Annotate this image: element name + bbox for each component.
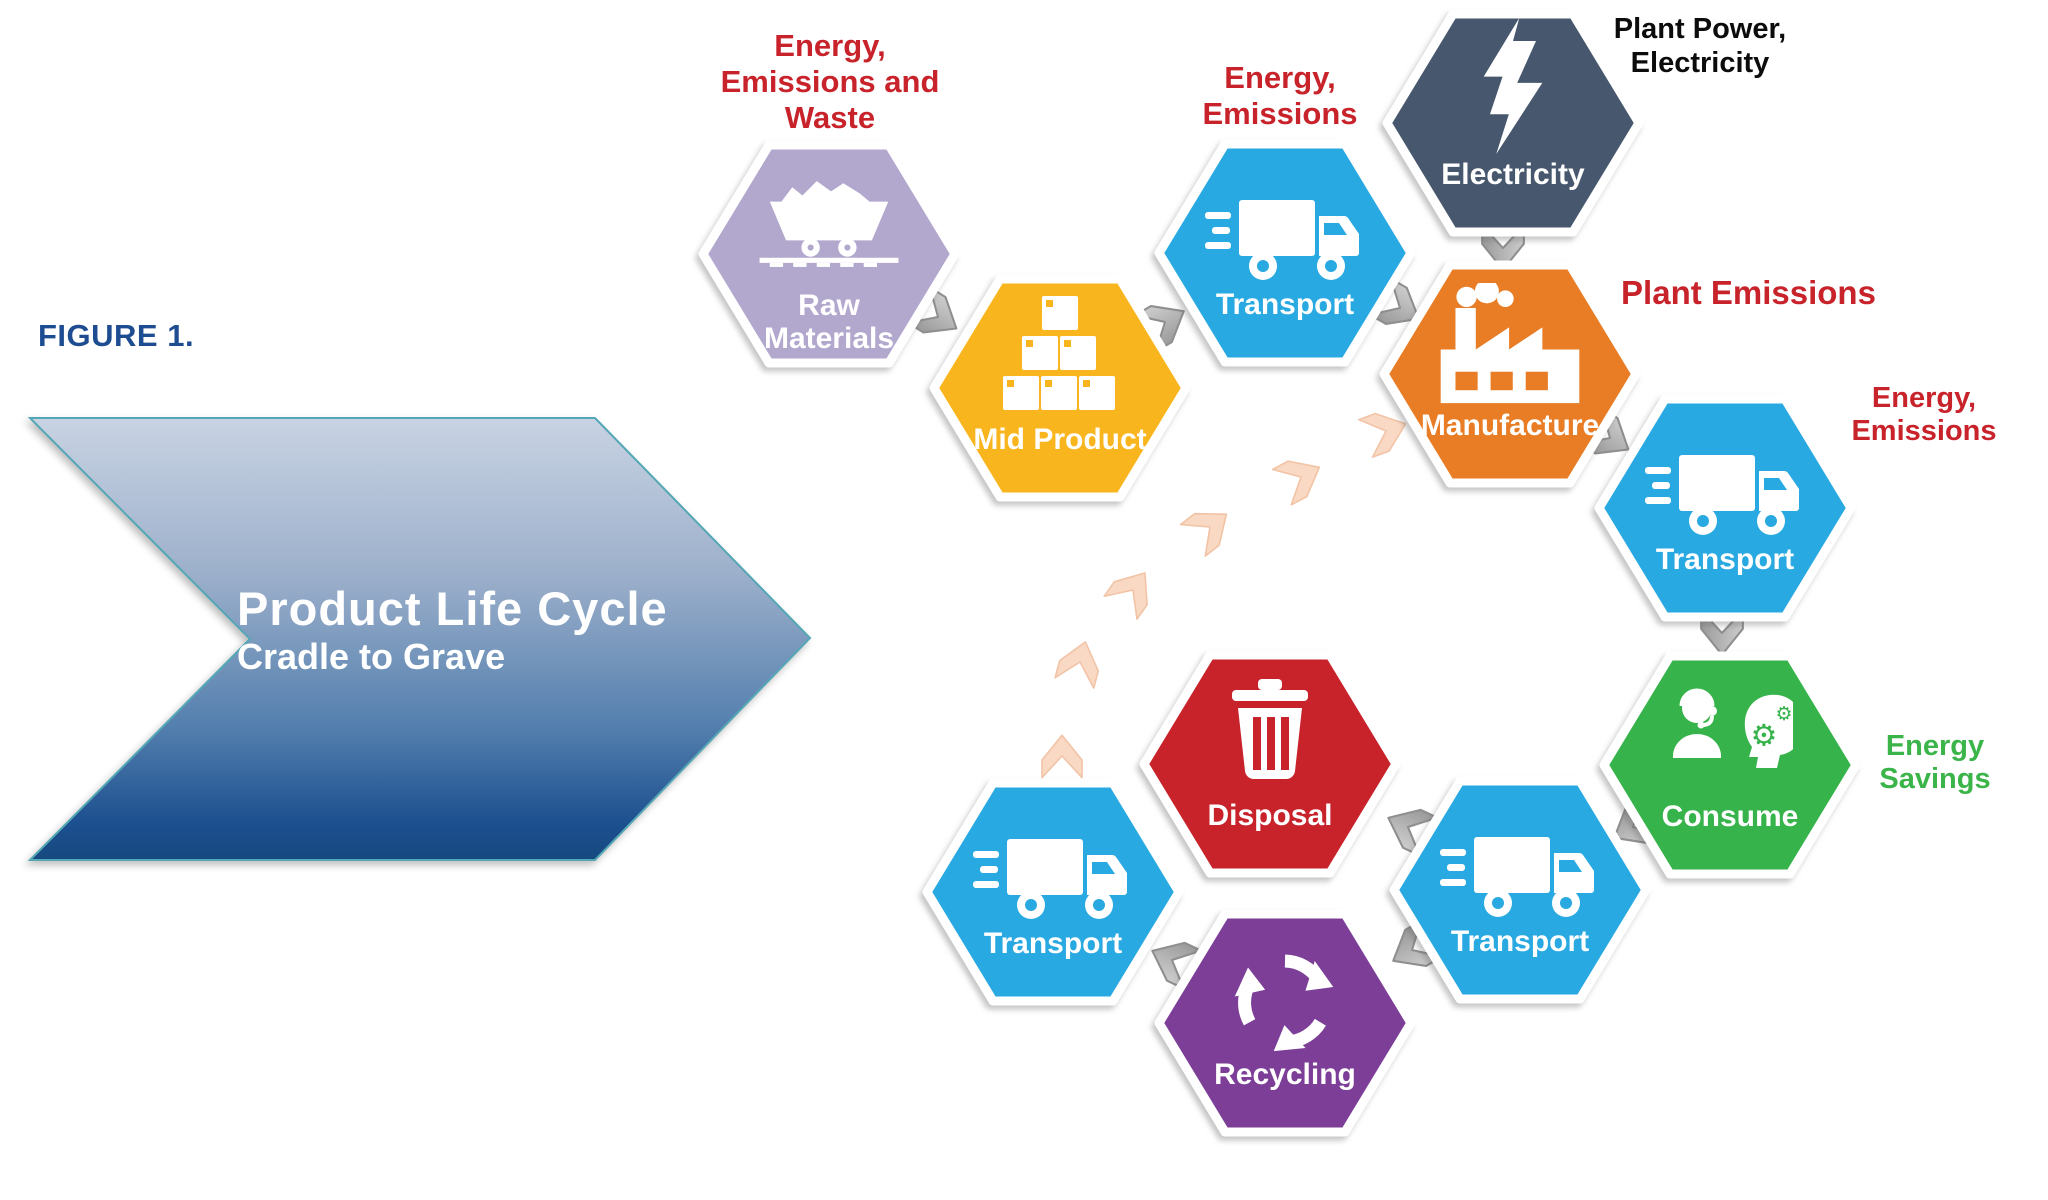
return-flow-chevron: [1052, 633, 1109, 691]
boxes-icon: [998, 295, 1122, 413]
banner-text-block: Product Life Cycle Cradle to Grave: [237, 583, 668, 677]
hex-label: Electricity: [1441, 158, 1585, 191]
life-cycle-banner-arrow: [27, 417, 812, 861]
hex-transport-recycled: Transport: [921, 777, 1185, 1007]
hex-electricity: Electricity: [1381, 8, 1645, 238]
truck-icon: [1645, 445, 1805, 537]
hex-consume: Consume: [1598, 650, 1862, 880]
return-flow-chevron: [1177, 494, 1243, 560]
hex-label: Recycling: [1214, 1058, 1356, 1091]
return-flow-chevron: [1269, 445, 1333, 508]
trash-icon: [1222, 679, 1318, 785]
truck-icon: [973, 829, 1133, 921]
figure-label: FIGURE 1.: [38, 318, 195, 353]
annotation-plant-power-electricity: Plant Power, Electricity: [1613, 13, 1787, 79]
hex-manufacture: Manufacture: [1378, 259, 1642, 489]
annotation-energy-emissions-top: Energy, Emissions: [1202, 60, 1358, 131]
annotation-energy-savings: Energy Savings: [1879, 730, 1991, 795]
factory-icon: [1423, 283, 1598, 405]
hex-transport-from-consumer: Transport: [1388, 775, 1652, 1005]
recycle-icon: [1227, 948, 1343, 1052]
hex-label: Consume: [1661, 800, 1799, 833]
return-flow-chevron: [1039, 732, 1085, 780]
annotation-energy-emissions-waste: Energy, Emissions and Waste: [720, 28, 940, 135]
hex-label: Transport: [1450, 925, 1590, 958]
banner-subtitle: Cradle to Grave: [237, 636, 506, 677]
hex-label: Manufacture: [1420, 409, 1600, 442]
hex-label: Transport: [983, 927, 1123, 960]
mine-cart-icon: [754, 173, 904, 269]
hex-transport-to-plant: Transport: [1153, 138, 1417, 368]
consumer-icon: [1667, 684, 1793, 788]
hex-label: Raw Materials: [763, 289, 895, 355]
truck-icon: [1440, 827, 1600, 919]
banner-title: Product Life Cycle: [237, 582, 668, 635]
hex-raw-materials: Raw Materials: [697, 139, 961, 369]
hex-transport-to-consumer: Transport: [1593, 393, 1857, 623]
hex-recycling: Recycling: [1153, 908, 1417, 1138]
annotation-energy-emissions-right: Energy, Emissions: [1851, 382, 1997, 447]
hex-label: Transport: [1655, 543, 1795, 576]
hex-mid-product: Mid Product: [928, 273, 1192, 503]
hex-label: Transport: [1215, 288, 1355, 321]
return-flow-chevron: [1100, 557, 1165, 623]
hex-label: Disposal: [1207, 799, 1333, 832]
lightning-icon: [1471, 18, 1555, 154]
hex-label: Mid Product: [973, 423, 1147, 456]
hex-disposal: Disposal: [1138, 649, 1402, 879]
annotation-plant-emissions: Plant Emissions: [1621, 274, 1876, 311]
truck-icon: [1205, 190, 1365, 282]
